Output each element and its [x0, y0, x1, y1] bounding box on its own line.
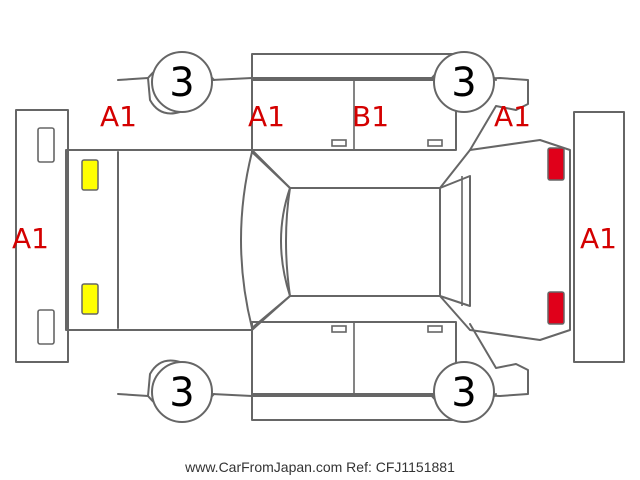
front-bumper-upper-light [37, 127, 55, 163]
front-right-headlight [81, 283, 99, 315]
wheel-rear-right: 3 [433, 361, 495, 423]
front-left-headlight [81, 159, 99, 191]
right-side-roof-rail [251, 395, 457, 421]
wheel-rear-left: 3 [433, 51, 495, 113]
roof [285, 187, 441, 297]
label-rear-bumper-code: A1 [580, 222, 617, 255]
label-front-bumper-code: A1 [12, 222, 49, 255]
vehicle-body-top-view [65, 139, 571, 341]
reference-caption: www.CarFromJapan.com Ref: CFJ1151881 [184, 459, 455, 475]
label-rear-left-door-code: B1 [352, 100, 389, 133]
rear-bumper [573, 111, 625, 363]
left-side-roof-rail [251, 53, 457, 79]
wheel-rear-right-grade: 3 [451, 370, 476, 416]
windshield [240, 151, 291, 329]
wheel-front-left: 3 [151, 51, 213, 113]
rear-window [439, 175, 471, 307]
wheel-front-right: 3 [151, 361, 213, 423]
wheel-rear-left-grade: 3 [451, 60, 476, 106]
rear-left-taillight [547, 147, 565, 181]
label-rear-left-quarter-code: A1 [494, 100, 531, 133]
wheel-front-right-grade: 3 [169, 370, 194, 416]
rear-right-taillight [547, 291, 565, 325]
label-front-left-fender-code: A1 [100, 100, 137, 133]
label-front-left-door-code: A1 [248, 100, 285, 133]
front-bumper-lower-light [37, 309, 55, 345]
wheel-front-left-grade: 3 [169, 60, 194, 106]
front-bumper [15, 109, 69, 363]
